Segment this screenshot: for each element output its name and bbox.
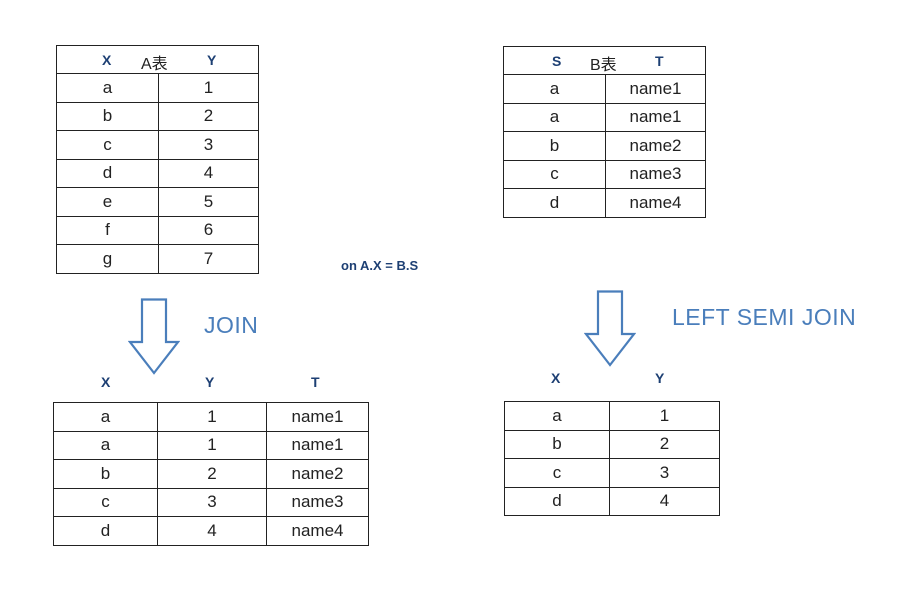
table-cell: c bbox=[53, 487, 158, 517]
table-cell: 3 bbox=[158, 130, 259, 160]
table-cell: name4 bbox=[605, 188, 706, 218]
table-cell: name1 bbox=[605, 74, 706, 104]
table-cell: 1 bbox=[157, 402, 267, 432]
table-a-title: A表 bbox=[141, 56, 168, 73]
table-cell: 5 bbox=[158, 187, 259, 217]
table-cell: b bbox=[503, 131, 606, 161]
table-cell: g bbox=[56, 244, 159, 274]
table-b-title: B表 bbox=[590, 57, 617, 74]
table-a-header: X A表 Y bbox=[56, 45, 259, 74]
table-cell: b bbox=[504, 429, 610, 459]
table-cell: 2 bbox=[157, 459, 267, 489]
table-cell: name2 bbox=[605, 131, 706, 161]
table-a-col-y: Y bbox=[207, 52, 217, 68]
join-condition: on A.X = B.S bbox=[341, 258, 419, 273]
left-semi-join-label: LEFT SEMI JOIN bbox=[672, 304, 857, 330]
table-cell: d bbox=[56, 158, 159, 188]
table-b-col-t: T bbox=[655, 53, 664, 69]
table-cell: name3 bbox=[266, 487, 369, 517]
table-cell: d bbox=[503, 188, 606, 218]
table-cell: name1 bbox=[266, 402, 369, 432]
table-cell: 1 bbox=[157, 430, 267, 460]
table-cell: a bbox=[503, 102, 606, 132]
table-cell: a bbox=[503, 74, 606, 104]
table-cell: c bbox=[504, 458, 610, 488]
join-header-t: T bbox=[311, 374, 320, 390]
join-label: JOIN bbox=[204, 312, 259, 338]
table-cell: c bbox=[56, 130, 159, 160]
table-cell: name1 bbox=[266, 430, 369, 460]
table-cell: 4 bbox=[158, 158, 259, 188]
down-arrow-icon bbox=[128, 298, 180, 375]
table-cell: d bbox=[504, 486, 610, 516]
table-b-header-row: S B表 T bbox=[503, 46, 706, 75]
table-cell: b bbox=[56, 101, 159, 131]
table-b-header: S B表 T bbox=[503, 46, 706, 75]
down-arrow-icon bbox=[584, 290, 636, 367]
table-cell: 2 bbox=[158, 101, 259, 131]
table-a-col-x: X bbox=[102, 52, 112, 68]
table-cell: 2 bbox=[609, 429, 720, 459]
table-cell: name1 bbox=[605, 102, 706, 132]
table-cell: c bbox=[503, 159, 606, 189]
table-cell: f bbox=[56, 215, 159, 245]
table-cell: 6 bbox=[158, 215, 259, 245]
table-cell: 1 bbox=[158, 73, 259, 103]
table-cell: a bbox=[56, 73, 159, 103]
table-cell: 4 bbox=[609, 486, 720, 516]
table-b-col-s: S bbox=[552, 53, 562, 69]
table-cell: a bbox=[53, 430, 158, 460]
table-cell: 7 bbox=[158, 244, 259, 274]
join-header-x: X bbox=[101, 374, 111, 390]
table-cell: name4 bbox=[266, 516, 369, 546]
table-cell: 3 bbox=[609, 458, 720, 488]
table-cell: 4 bbox=[157, 516, 267, 546]
table-cell: name2 bbox=[266, 459, 369, 489]
table-cell: a bbox=[504, 401, 610, 431]
table-cell: a bbox=[53, 402, 158, 432]
table-cell: 3 bbox=[157, 487, 267, 517]
table-cell: d bbox=[53, 516, 158, 546]
table-cell: b bbox=[53, 459, 158, 489]
table-cell: name3 bbox=[605, 159, 706, 189]
join-header-y: Y bbox=[205, 374, 215, 390]
table-cell: 1 bbox=[609, 401, 720, 431]
table-cell: e bbox=[56, 187, 159, 217]
semi-join-header-y: Y bbox=[655, 370, 665, 386]
semi-join-header-x: X bbox=[551, 370, 561, 386]
table-a-header-row: X A表 Y bbox=[56, 45, 259, 74]
